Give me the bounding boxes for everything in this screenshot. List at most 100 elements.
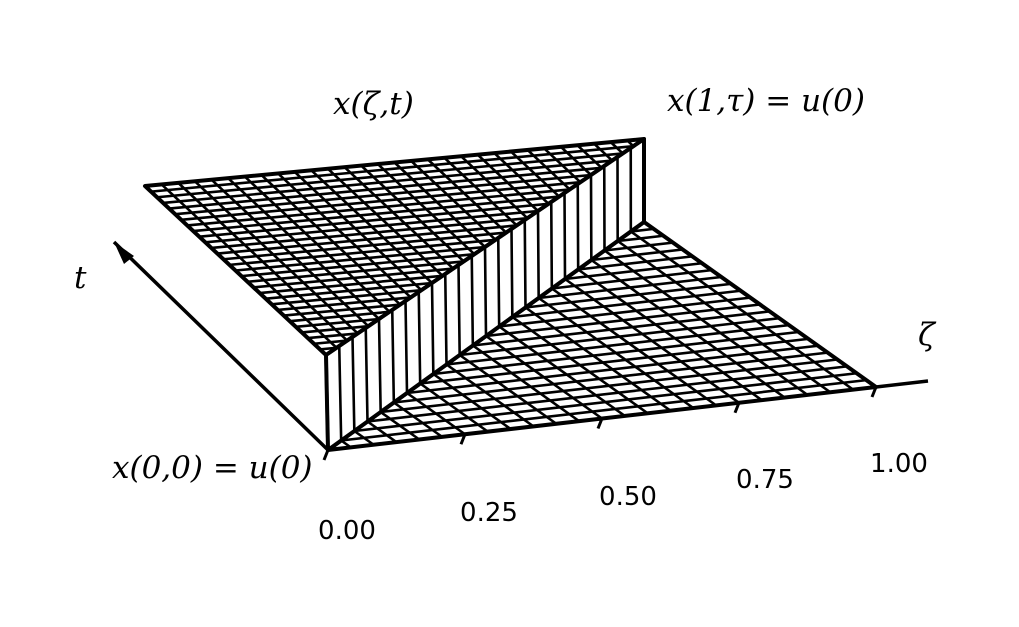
riser-edge [324, 353, 330, 452]
zeta-tick-label-3: 0.75 [736, 465, 794, 495]
zeta-tick-mark [733, 402, 741, 414]
riser-grid-line [536, 209, 540, 300]
upper-grid-line [228, 238, 497, 267]
lower-grid-line [366, 420, 398, 444]
riser-grid-line [496, 236, 501, 328]
lower-grid-line [484, 334, 604, 420]
lower-grid-line [445, 363, 535, 428]
lower-grid-line [576, 268, 764, 402]
upper-grid-line [276, 296, 413, 312]
lower-grid-line [458, 353, 558, 426]
lower-grid-line [524, 306, 672, 412]
lower-grid-line [353, 429, 375, 447]
lower-grid-line [576, 255, 694, 271]
riser-grid-line [430, 281, 435, 376]
riser-grid-line [457, 263, 461, 357]
lower-grid-line [405, 391, 467, 436]
upper-grid-line [282, 303, 402, 317]
upper-grid-line [492, 151, 550, 206]
lower-grid-line [603, 249, 809, 397]
zeta-tick-mark [322, 449, 330, 461]
riser-grid-line [483, 245, 488, 338]
upper-grid-line [258, 274, 444, 295]
lower-grid-line [511, 315, 649, 415]
t-axis-label: t [74, 260, 87, 296]
upper-grid-line [592, 142, 614, 162]
zeta-axis-label: ζ [918, 317, 937, 353]
upper-grid-line [173, 173, 593, 216]
upper-grid-line [204, 209, 540, 244]
upper-grid-line [246, 260, 466, 284]
lower-grid-line [471, 310, 771, 347]
lower-grid-line [537, 296, 695, 410]
zeta-tick-mark [459, 433, 467, 445]
lower-grid-line [497, 325, 627, 418]
lower-grid-line [563, 277, 741, 405]
lower-grid-line [392, 401, 444, 439]
t-axis-arrowhead [114, 242, 134, 264]
riser-grid-line [404, 299, 409, 395]
riser-grid-line [390, 308, 396, 404]
zeta-ticks [322, 386, 878, 461]
upper-grid-line [293, 170, 423, 292]
upper-grid-line [179, 180, 582, 222]
zeta-tick-mark [596, 417, 604, 430]
lower-grid-line [629, 230, 855, 391]
riser-grid-line [563, 191, 567, 281]
zeta-axis-line [875, 379, 929, 389]
riser-edge [324, 137, 646, 357]
upper-grid-line [312, 339, 349, 346]
zeta-tick-label-1: 0.25 [460, 498, 518, 528]
boundary-origin-label: x(0,0) = u(0) [112, 450, 313, 486]
riser-grid-line [364, 326, 369, 423]
boundary-right-label: x(1,τ) = u(0) [667, 83, 865, 119]
lower-grid-line [524, 282, 733, 309]
riser-grid-line [351, 335, 356, 433]
lower-grid-line [432, 372, 512, 431]
upper-grid-line [294, 317, 381, 329]
lower-grid-line [392, 351, 829, 404]
lower-grid-line [550, 268, 713, 290]
upper-grid-line [185, 188, 572, 227]
lower-grid-line [379, 410, 421, 441]
riser-grid-line [417, 290, 422, 385]
riser-grid-line [377, 317, 382, 414]
upper-grid-line [252, 267, 455, 289]
riser-grid-line [523, 218, 527, 309]
upper-grid-line [288, 310, 391, 323]
zeta-tick-label-0: 0.00 [318, 516, 376, 546]
lower-grid-line [471, 344, 581, 423]
surface-mesh [143, 137, 878, 452]
upper-grid-line [264, 281, 434, 300]
riser-grid-line [443, 272, 448, 366]
lower-grid-line [339, 378, 868, 442]
upper-grid-line [222, 231, 508, 261]
zeta-tick-label-2: 0.50 [599, 482, 657, 512]
t-axis-line [112, 240, 330, 452]
upper-grid-line [161, 159, 614, 205]
lower-grid-line [550, 287, 718, 407]
lower-grid-line [366, 365, 849, 423]
upper-grid-line [167, 166, 603, 210]
lower-grid-line [418, 337, 810, 385]
upper-grid-line [234, 245, 487, 272]
upper-grid-line [193, 180, 360, 335]
riser-grid-line [549, 200, 554, 290]
upper-grid-line [300, 324, 370, 334]
upper-grid-line [198, 202, 550, 238]
lower-grid-line [603, 241, 675, 252]
upper-grid-line [191, 195, 561, 233]
upper-grid-line [155, 152, 625, 199]
lower-grid-line [418, 382, 490, 433]
upper-grid-line [270, 288, 423, 306]
lower-grid-line [590, 258, 786, 399]
upper-grid-line [306, 332, 360, 340]
riser-grid-line [470, 254, 475, 347]
upper-grid-line [240, 252, 476, 278]
lower-grid-line [616, 239, 832, 394]
lower-grid-line [497, 296, 752, 328]
riser-grid-line [510, 227, 514, 319]
lower-grid-line [445, 323, 791, 366]
